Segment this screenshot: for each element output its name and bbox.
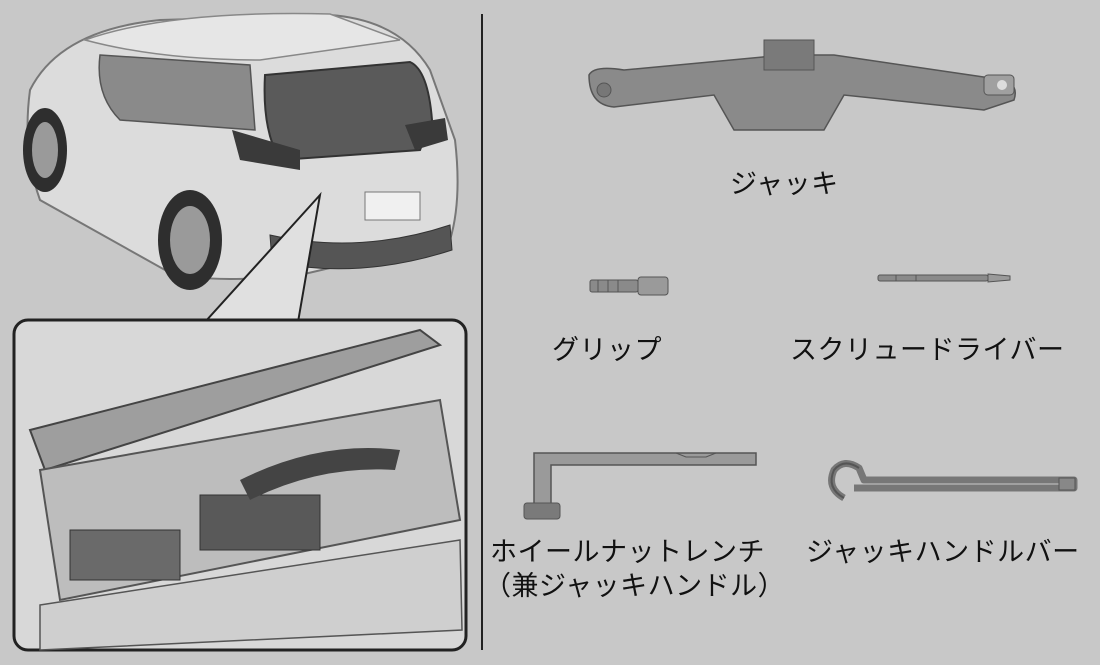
- jack-illustration: [588, 39, 1016, 131]
- grip-illustration: [589, 276, 669, 296]
- jack-label: ジャッキ: [730, 169, 839, 200]
- grip-label: グリップ: [552, 335, 662, 366]
- jack-handle-bar-label: ジャッキハンドルバー: [806, 537, 1080, 568]
- screwdriver-label: スクリュードライバー: [790, 335, 1065, 366]
- wheel-nut-wrench-illustration: [523, 452, 757, 520]
- jack-handle-bar-illustration: [828, 460, 1078, 502]
- wheel-nut-wrench-label-line2: （兼ジャッキハンドル）: [484, 571, 786, 602]
- wheel-nut-wrench-label-line1: ホイールナットレンチ: [490, 537, 765, 568]
- screwdriver-illustration: [877, 273, 1011, 283]
- tool-list-panel: ジャッキ グリップ スクリュードライバー ホイールナットレンチ （兼ジャッキハン…: [484, 0, 1100, 665]
- vehicle-illustration-panel: [0, 0, 478, 665]
- panel-divider: [481, 14, 483, 650]
- vehicle-rear-illustration: [12, 12, 468, 652]
